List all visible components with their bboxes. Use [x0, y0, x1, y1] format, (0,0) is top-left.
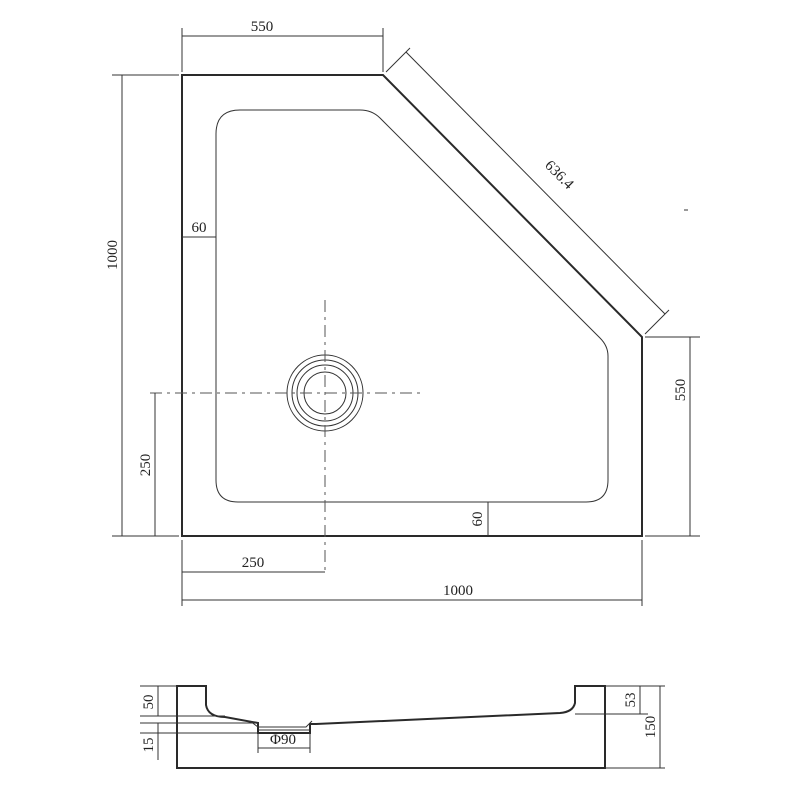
dim-bottom-rim-label: 60 — [470, 512, 486, 527]
dim-left-rim: 60 — [182, 220, 216, 238]
dim-section-total-height-label: 150 — [643, 716, 659, 739]
dim-drain-step-label: 15 — [141, 738, 157, 753]
basin-outline — [215, 109, 609, 503]
dim-top-width: 550 — [181, 19, 384, 72]
dim-diagonal: 636.4 — [385, 47, 670, 335]
dim-section-total-height: 150 — [605, 685, 665, 769]
dim-drain-from-left: 250 — [181, 540, 325, 580]
dim-drain-from-left-label: 250 — [242, 555, 265, 571]
plan-view: 550 636.4 1000 60 550 — [105, 19, 700, 606]
dim-drain-diameter: Φ90 — [257, 732, 311, 753]
dim-total-width: 1000 — [181, 540, 643, 606]
dim-diagonal-label: 636.4 — [541, 158, 576, 194]
dim-drain-diameter-label: Φ90 — [270, 732, 296, 748]
tray-outline — [181, 74, 643, 537]
dim-total-height-label: 1000 — [105, 240, 121, 270]
dim-rim-depth-right: 53 — [575, 685, 648, 715]
dim-right-height: 550 — [645, 336, 700, 537]
dim-bottom-rim: 60 — [470, 502, 489, 536]
section-outline — [176, 685, 606, 769]
dim-rim-depth-right-label: 53 — [623, 693, 639, 708]
dim-drain-from-bottom: 250 — [138, 393, 179, 537]
dim-right-height-label: 550 — [673, 379, 689, 402]
dim-drain-step: 15 — [140, 722, 258, 760]
dim-total-width-label: 1000 — [443, 583, 473, 599]
section-view: 50 15 Φ90 53 150 — [140, 685, 665, 769]
dim-rim-depth-left-label: 50 — [141, 695, 157, 710]
dim-top-width-label: 550 — [251, 19, 274, 35]
dim-rim-depth-left: 50 — [140, 685, 225, 717]
dim-drain-from-bottom-label: 250 — [138, 454, 154, 477]
dim-left-rim-label: 60 — [192, 220, 207, 236]
section-drain — [249, 720, 313, 728]
